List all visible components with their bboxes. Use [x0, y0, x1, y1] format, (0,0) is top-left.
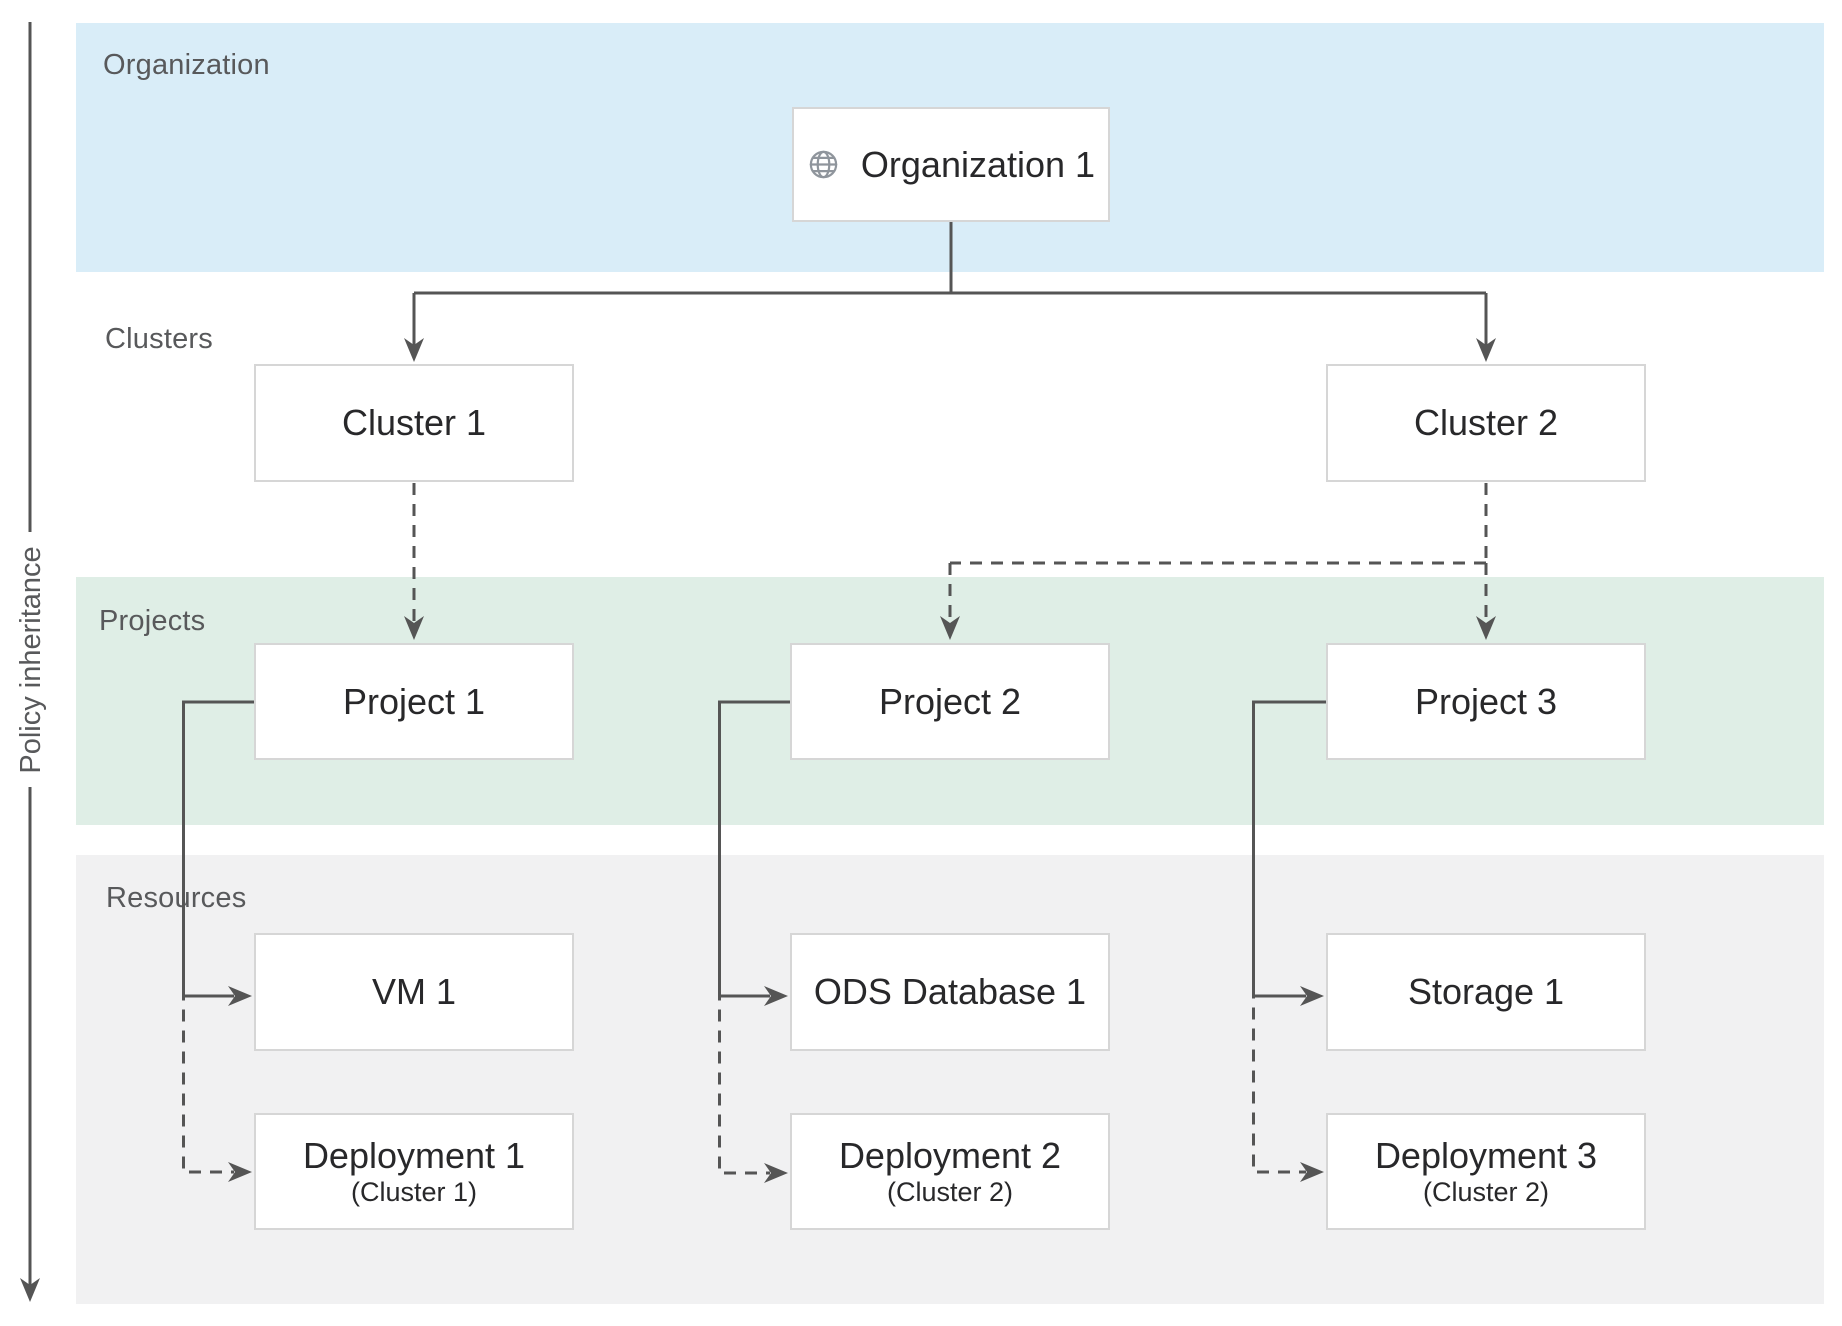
edge-cluster1-to-project1 [404, 483, 424, 640]
node-label: Project 1 [342, 680, 486, 722]
node-vm-1[interactable]: VM 1 [254, 933, 574, 1051]
node-deployment-2[interactable]: Deployment 2 (Cluster 2) [790, 1113, 1110, 1230]
node-project-3[interactable]: Project 3 [1326, 643, 1646, 760]
edge-project2-to-resources [718, 700, 790, 1183]
node-storage-1[interactable]: Storage 1 [1326, 933, 1646, 1051]
node-sublabel: (Cluster 2) [1422, 1177, 1550, 1207]
band-label-organization: Organization [103, 49, 270, 81]
node-label: Deployment 2 [838, 1135, 1062, 1176]
node-ods-database-1[interactable]: ODS Database 1 [790, 933, 1110, 1051]
node-sublabel: (Cluster 2) [886, 1177, 1014, 1207]
node-project-2[interactable]: Project 2 [790, 643, 1110, 760]
node-cluster-2[interactable]: Cluster 2 [1326, 364, 1646, 482]
edge-project3-to-resources [1252, 700, 1326, 1182]
band-label-clusters: Clusters [105, 323, 213, 355]
policy-inheritance-axis: Policy inheritance [15, 22, 47, 1302]
node-label: Deployment 1 [302, 1135, 526, 1176]
node-label: ODS Database 1 [813, 971, 1087, 1012]
node-sublabel: (Cluster 1) [350, 1177, 478, 1207]
node-label: Deployment 3 [1374, 1135, 1598, 1176]
node-label: Organization 1 [860, 143, 1096, 185]
policy-inheritance-label: Policy inheritance [15, 546, 47, 773]
edge-project1-to-resources [182, 700, 254, 1182]
node-label: Project 2 [878, 680, 1022, 722]
node-label: Storage 1 [1407, 971, 1565, 1012]
node-label: VM 1 [371, 971, 457, 1012]
node-organization-1[interactable]: Organization 1 [792, 107, 1110, 222]
band-label-projects: Projects [99, 605, 206, 637]
edge-cluster2-to-projects [940, 483, 1496, 640]
band-label-resources: Resources [106, 882, 247, 914]
globe-icon [809, 150, 838, 179]
node-deployment-3[interactable]: Deployment 3 (Cluster 2) [1326, 1113, 1646, 1230]
node-label: Project 3 [1414, 680, 1558, 722]
node-project-1[interactable]: Project 1 [254, 643, 574, 760]
node-deployment-1[interactable]: Deployment 1 (Cluster 1) [254, 1113, 574, 1230]
edge-organization-to-clusters [404, 222, 1496, 362]
node-label: Cluster 1 [341, 402, 487, 443]
node-cluster-1[interactable]: Cluster 1 [254, 364, 574, 482]
node-label: Cluster 2 [1413, 402, 1559, 443]
